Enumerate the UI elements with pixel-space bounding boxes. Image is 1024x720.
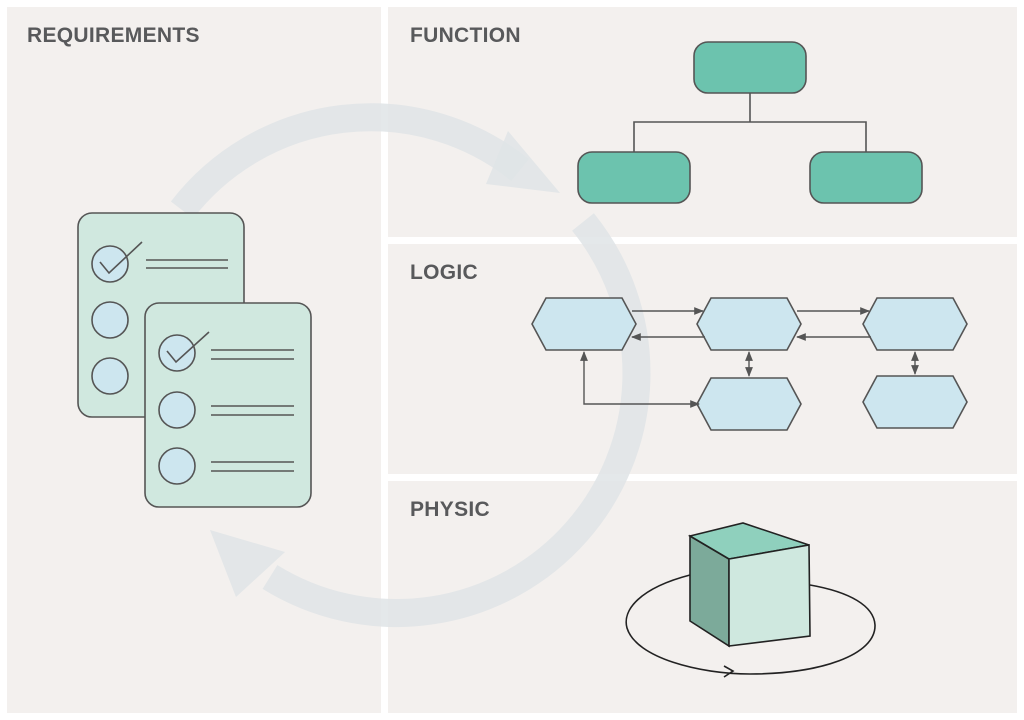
requirements-title: REQUIREMENTS	[27, 24, 200, 47]
logic-panel	[388, 244, 1017, 474]
function-title: FUNCTION	[410, 24, 521, 47]
rotation-arrowhead	[723, 665, 735, 678]
checklist-document-icon	[77, 212, 312, 508]
checked-circle-icon	[158, 334, 196, 372]
unchecked-circle-icon	[158, 391, 196, 429]
rotating-cube-icon	[625, 522, 876, 678]
unchecked-circle-icon	[158, 447, 196, 485]
function-node-right	[809, 151, 923, 204]
hexagon-flow-icon	[531, 297, 968, 431]
checked-circle-icon	[91, 245, 129, 283]
logic-node-2	[696, 297, 802, 351]
unchecked-circle-icon	[91, 357, 129, 395]
rotation-orbit	[625, 574, 876, 675]
cube-front-face	[728, 544, 811, 647]
logic-node-5	[862, 375, 968, 429]
physic-title: PHYSIC	[410, 498, 490, 521]
logic-node-3	[862, 297, 968, 351]
logic-node-4	[696, 377, 802, 431]
logic-node-1	[531, 297, 637, 351]
requirement-document-front	[144, 302, 312, 508]
function-node-root	[693, 41, 807, 94]
logic-title: LOGIC	[410, 261, 478, 284]
function-node-left	[577, 151, 691, 204]
unchecked-circle-icon	[91, 301, 129, 339]
hierarchy-tree-icon	[577, 41, 923, 204]
logic-arrow	[580, 351, 700, 408]
